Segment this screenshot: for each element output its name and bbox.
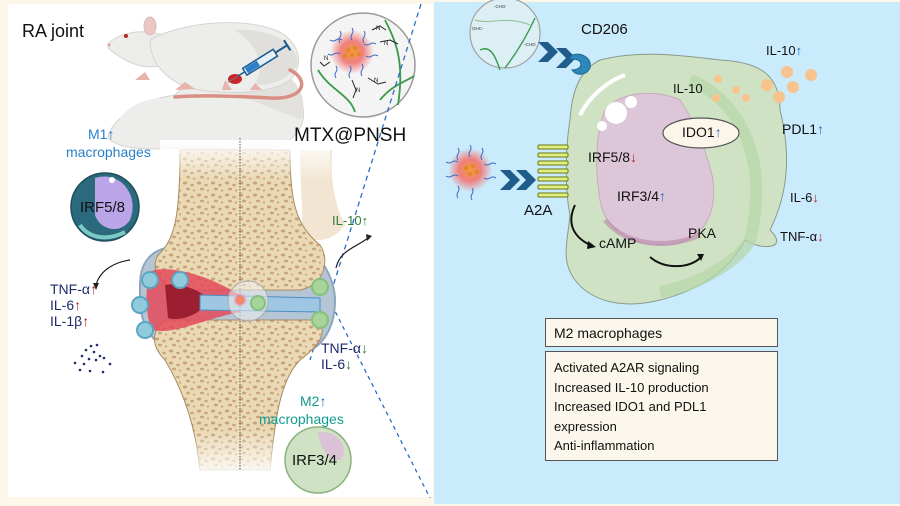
hydrogel-sphere-icon: N N N N N: [310, 12, 416, 118]
reduced-cytokine-list: TNF-α↓ IL-6↓: [321, 341, 368, 371]
svg-text:-CHO: -CHO: [524, 42, 536, 47]
summary-item: expression: [554, 418, 617, 434]
enzyme-name: IDO1: [682, 124, 715, 140]
arrow-down-icon: ↓: [630, 149, 638, 165]
summary-item: Increased IDO1 and PDL1: [554, 399, 707, 414]
ra-joint-title: RA joint: [22, 21, 85, 41]
arrow-down-icon: ↓: [812, 190, 819, 205]
il10-up-left: IL-10↑: [332, 214, 368, 227]
pdl1-label: PDL1↑: [782, 122, 824, 136]
cytokine-il6-up: IL-6↑: [50, 298, 97, 312]
pka-label: PKA: [688, 225, 717, 241]
nanoparticle-icon: [445, 144, 497, 201]
arrow-down-icon: ↓: [360, 340, 368, 356]
arrow-up-icon: ↑: [659, 188, 667, 204]
arrow-down-icon: ↓: [345, 356, 353, 372]
summary-list-box: Activated A2AR signaling Increased IL-10…: [545, 351, 778, 461]
m2-macrophages-label: macrophages: [259, 411, 344, 427]
summary-item: Anti-inflammation: [554, 438, 655, 453]
rat-illustration: [107, 16, 305, 151]
svg-text:N: N: [324, 56, 328, 62]
cytokine-name: IL-6: [790, 190, 813, 205]
m2-macrophage-cell: [284, 426, 352, 494]
cytokine-name: IL-6: [50, 297, 75, 313]
protein-name: PDL1: [782, 121, 818, 137]
il10-inside-label: IL-10: [673, 81, 703, 96]
irf58-label: IRF5/8↓: [588, 150, 637, 164]
m1-label: M1↑: [88, 127, 114, 141]
inflammatory-cytokine-list: TNF-α↑ IL-6↑ IL-1β↑: [50, 282, 97, 328]
summary-item: Activated A2AR signaling: [554, 360, 700, 375]
m2-label: M2↑: [300, 394, 326, 408]
irf34-label: IRF3/4↑: [617, 189, 666, 203]
arrow-up-icon: ↑: [319, 393, 327, 409]
syringe-icon: [227, 39, 292, 83]
il10-secreted-label: IL-10↑: [766, 44, 802, 57]
cytokine-il6-down: IL-6↓: [321, 357, 368, 371]
m2-cell-label: IRF3/4: [292, 452, 338, 469]
m1-macrophages-label: macrophages: [66, 144, 151, 160]
ido1-label: IDO1↑: [682, 125, 722, 139]
m1-label-text: M1: [88, 126, 108, 142]
arrow-up-icon: ↑: [74, 297, 82, 313]
svg-text:N: N: [384, 41, 388, 47]
cytokine-name: IL-6: [321, 356, 346, 372]
arrow-up-icon: ↑: [89, 281, 97, 297]
arrow-up-icon: ↑: [107, 126, 115, 142]
aldehyde-gel-icon: -CHO OHC- -CHO: [469, 0, 541, 71]
arrow-up-icon: ↑: [817, 121, 825, 137]
cytokine-dots: [73, 343, 112, 374]
m2-label-text: M2: [300, 393, 320, 409]
cytokine-tnfa-up: TNF-α↑: [50, 282, 97, 296]
svg-text:-CHO: -CHO: [494, 4, 506, 9]
a2a-receptor-icon: [537, 144, 569, 198]
svg-text:N: N: [376, 26, 380, 32]
cd206-receptor-icon: [565, 53, 591, 75]
chevron-arrows-icon: [500, 42, 576, 190]
ido1-enzyme: [662, 117, 740, 149]
arrow-up-icon: ↑: [795, 43, 803, 58]
m1-cell-label: IRF5/8: [80, 199, 126, 216]
factor-name: IRF5/8: [588, 149, 631, 165]
arrow-up-icon: ↑: [82, 313, 90, 329]
cytokine-name: TNF-α: [50, 281, 90, 297]
svg-text:OHC-: OHC-: [472, 26, 484, 31]
mtx-pnsh-label: MTX@PNSH: [294, 125, 407, 146]
arrow-up-icon: ↑: [714, 124, 722, 140]
summary-title: M2 macrophages: [554, 325, 663, 341]
il10-droplets: [712, 66, 817, 103]
cytokine-il1b-up: IL-1β↑: [50, 314, 97, 328]
tnfa-down-label: TNF-α↓: [780, 230, 824, 243]
m1-macrophage-cell: [70, 172, 140, 242]
camp-label: cAMP: [599, 235, 637, 251]
cytokine-name: TNF-α: [321, 340, 361, 356]
joint-illustration: [131, 138, 345, 480]
il6-down-label: IL-6↓: [790, 191, 819, 204]
cytokine-name: IL-1β: [50, 313, 83, 329]
cytokine-name: IL-10: [332, 213, 362, 228]
cytokine-name: TNF-α: [780, 229, 818, 244]
a2a-label: A2A: [524, 202, 553, 219]
svg-text:N: N: [356, 88, 360, 94]
arrow-up-icon: ↑: [361, 213, 369, 228]
cytokine-name: IL-10: [766, 43, 796, 58]
arrow-down-icon: ↓: [817, 229, 824, 244]
summary-title-box: M2 macrophages: [545, 318, 778, 347]
cytokine-tnfa-down: TNF-α↓: [321, 341, 368, 355]
factor-name: IRF3/4: [617, 188, 660, 204]
cd206-label: CD206: [581, 21, 628, 38]
summary-item: Increased IL-10 production: [554, 379, 709, 395]
svg-text:N: N: [374, 78, 378, 84]
